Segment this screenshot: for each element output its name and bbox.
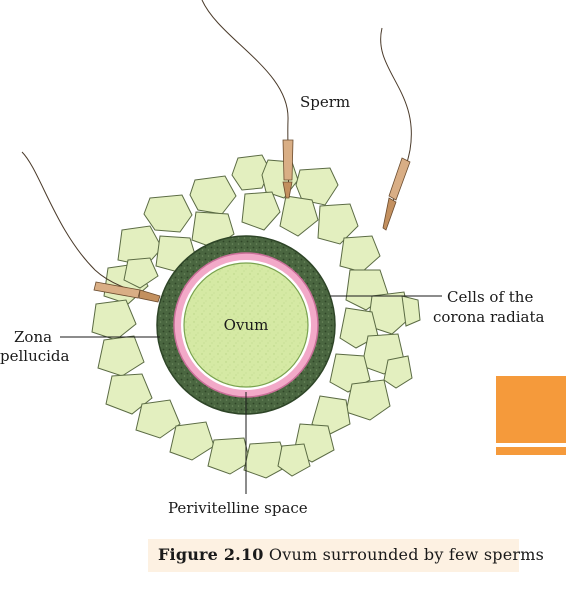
- caption-number: Figure 2.10: [158, 545, 264, 564]
- label-perivitelline: Perivitelline space: [168, 499, 308, 517]
- ovum-cytoplasm: [183, 262, 309, 388]
- caption-text: Ovum surrounded by few sperms: [268, 545, 545, 564]
- label-corona-line2: corona radiata: [433, 308, 544, 326]
- accent-tab-block: [496, 376, 566, 443]
- pointer-lines: [60, 295, 442, 494]
- label-zona-line2: pellucida: [0, 347, 70, 365]
- sperm-top: [201, 0, 294, 199]
- accent-tab-strip: [496, 447, 566, 455]
- label-zona-line1: Zona: [14, 328, 52, 346]
- figure-caption: Figure 2.10 Ovum surrounded by few sperm…: [148, 539, 544, 572]
- sperm-left: [21, 151, 161, 303]
- sperm-right: [380, 27, 412, 231]
- label-sperm: Sperm: [300, 93, 350, 111]
- label-ovum: Ovum: [224, 316, 269, 334]
- label-corona-line1: Cells of the: [447, 288, 533, 306]
